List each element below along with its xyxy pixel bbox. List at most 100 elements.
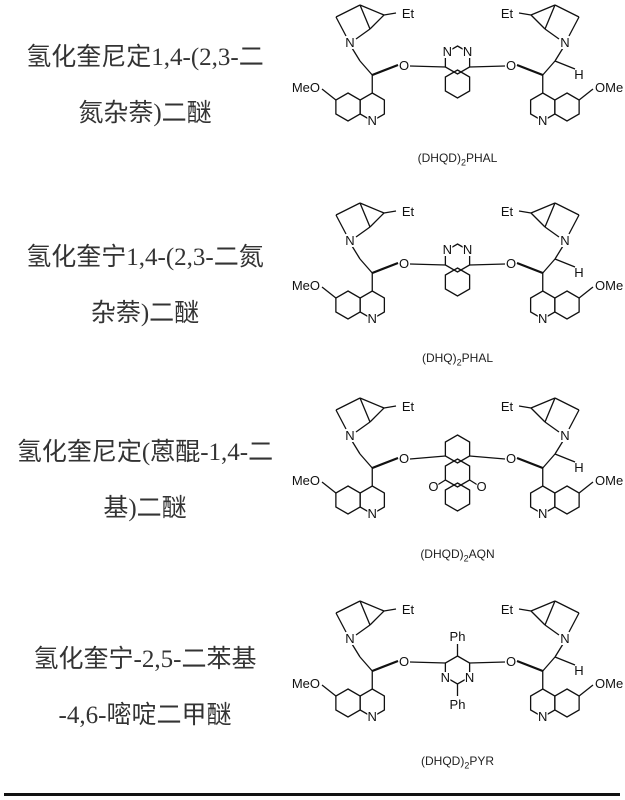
bond bbox=[542, 656, 556, 672]
name-line: 氢化奎宁1,4-(2,3-二氮 bbox=[26, 244, 264, 271]
bond bbox=[321, 684, 337, 697]
bond bbox=[369, 14, 385, 30]
bond bbox=[530, 202, 556, 214]
bond bbox=[469, 455, 506, 460]
atom-label: N bbox=[368, 709, 377, 724]
bond bbox=[369, 212, 385, 228]
label-mask bbox=[506, 258, 516, 270]
bond bbox=[544, 624, 560, 636]
bond bbox=[359, 4, 371, 30]
atom-label: Ph bbox=[450, 697, 466, 712]
bond bbox=[544, 202, 556, 228]
bond bbox=[542, 453, 556, 469]
ring bbox=[444, 69, 471, 99]
bond bbox=[544, 28, 560, 40]
ring bbox=[335, 688, 361, 718]
atom-label: Et bbox=[402, 602, 415, 617]
bond bbox=[355, 226, 371, 238]
bond bbox=[518, 608, 532, 612]
bond bbox=[554, 453, 576, 463]
bond bbox=[371, 456, 399, 470]
bond bbox=[568, 409, 580, 430]
bond bbox=[530, 14, 546, 30]
bond bbox=[335, 397, 361, 411]
atom-label: N bbox=[560, 428, 569, 443]
bond bbox=[359, 258, 373, 274]
label-mask bbox=[367, 115, 378, 127]
label-mask bbox=[560, 633, 570, 645]
atom-label: OMe bbox=[595, 80, 623, 95]
ring bbox=[444, 434, 471, 464]
bond bbox=[351, 47, 361, 62]
bond bbox=[355, 624, 371, 636]
atom-label: O bbox=[399, 451, 409, 466]
label-mask bbox=[367, 508, 378, 520]
bond bbox=[321, 88, 337, 101]
abbr-sub: 2 bbox=[464, 760, 470, 771]
atom-label: OMe bbox=[595, 473, 623, 488]
atom-label: N bbox=[345, 35, 354, 50]
bond bbox=[530, 4, 556, 16]
atom-label: N bbox=[560, 35, 569, 50]
abbr-prefix: (DHQD) bbox=[420, 754, 465, 768]
atom-label: H bbox=[574, 67, 583, 82]
atom-label: O bbox=[506, 451, 516, 466]
name-line: 氢化奎尼定1,4-(2,3-二 bbox=[26, 44, 264, 71]
compound-name: 氢化奎尼定1,4-(2,3-二氮杂萘)二醚 bbox=[0, 30, 290, 142]
atom-label: Et bbox=[402, 399, 415, 414]
bond bbox=[335, 202, 361, 216]
label-mask bbox=[399, 258, 409, 270]
bond bbox=[554, 600, 580, 614]
atom-label: N bbox=[538, 113, 547, 128]
label-mask bbox=[537, 313, 548, 325]
bond bbox=[369, 407, 385, 423]
name-line: 氢化奎宁-2,5-二苯基 bbox=[33, 646, 257, 673]
bond bbox=[518, 405, 532, 409]
label-mask bbox=[462, 46, 473, 58]
atom-label: N bbox=[538, 506, 547, 521]
bond bbox=[578, 88, 594, 101]
bond bbox=[554, 202, 580, 216]
compound-name: 氢化奎宁-2,5-二苯基 -4,6-嘧啶二甲醚 bbox=[0, 632, 290, 744]
atom-label: OMe bbox=[595, 676, 623, 691]
name-line: -4,6-嘧啶二甲醚 bbox=[58, 702, 232, 729]
atom-label: N bbox=[560, 631, 569, 646]
atom-label: Et bbox=[501, 6, 514, 21]
atom-label: MeO bbox=[292, 473, 320, 488]
bond bbox=[530, 397, 556, 409]
bond bbox=[359, 656, 373, 672]
bond bbox=[409, 661, 446, 664]
compound-name: 氢化奎宁1,4-(2,3-二氮杂萘)二醚 bbox=[0, 230, 290, 342]
bond bbox=[469, 263, 506, 266]
bond bbox=[321, 481, 337, 494]
bond bbox=[321, 286, 337, 299]
label-mask bbox=[537, 508, 548, 520]
bond bbox=[335, 16, 347, 37]
bond bbox=[554, 397, 580, 411]
atom-label: N bbox=[345, 631, 354, 646]
bond bbox=[469, 479, 478, 486]
atom-label: N bbox=[538, 709, 547, 724]
bond bbox=[351, 643, 361, 658]
label-mask bbox=[442, 46, 453, 58]
bond bbox=[335, 4, 361, 18]
bond bbox=[544, 600, 556, 626]
bond bbox=[518, 12, 532, 16]
label-mask bbox=[345, 430, 355, 442]
abbr-suffix: AQN bbox=[468, 547, 495, 561]
compound-abbreviation: (DHQ)2PHAL bbox=[290, 350, 625, 367]
name-line: 基)二醚 bbox=[103, 495, 187, 522]
label-mask bbox=[506, 656, 516, 668]
atom-label: N bbox=[368, 311, 377, 326]
bond bbox=[359, 202, 385, 214]
bond bbox=[371, 659, 399, 673]
ring bbox=[554, 485, 580, 515]
bond bbox=[335, 214, 347, 235]
bond bbox=[359, 397, 385, 409]
atom-label: N bbox=[463, 44, 472, 59]
atom-label: H bbox=[574, 265, 583, 280]
bond bbox=[530, 407, 546, 423]
bond bbox=[351, 245, 361, 260]
label-mask bbox=[462, 244, 473, 256]
